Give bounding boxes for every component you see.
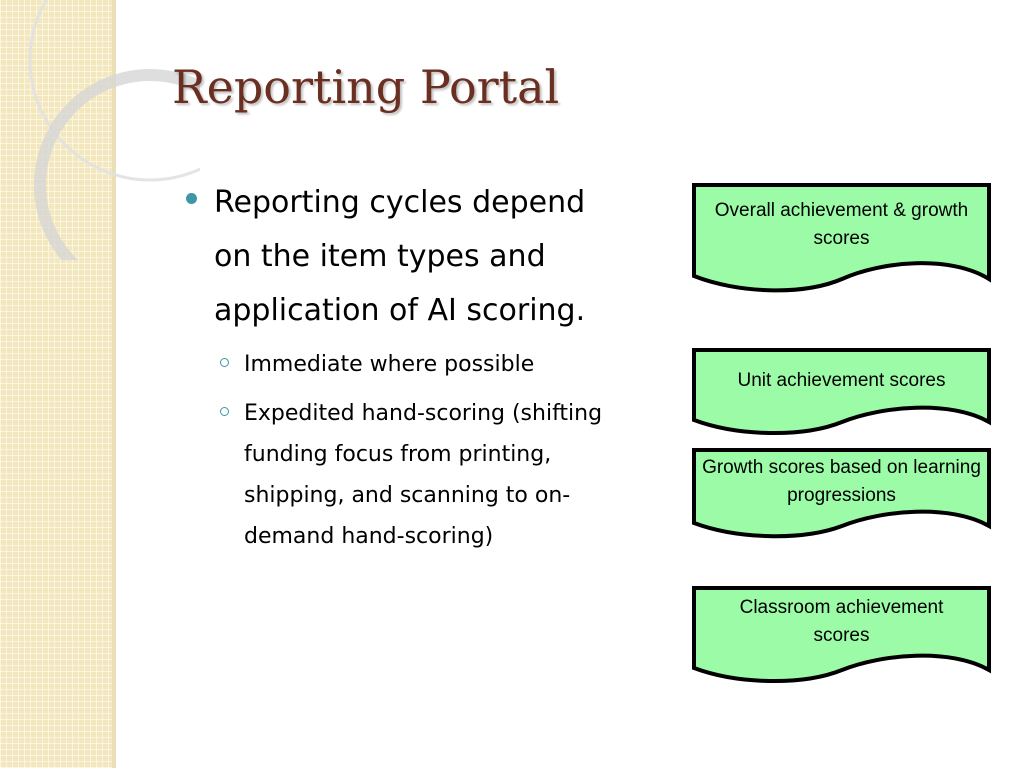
sub-bullet-item: Expedited hand-scoring (shifting funding… bbox=[216, 393, 624, 557]
sub-bullet-ring-icon bbox=[220, 358, 229, 367]
report-box-label: Overall achievement & growth scores bbox=[714, 200, 969, 249]
bullet-dot-icon bbox=[186, 193, 197, 204]
report-box-label: Unit achievement scores bbox=[737, 370, 946, 391]
band-edge bbox=[112, 0, 116, 768]
page-title: Reporting Portal bbox=[172, 60, 560, 114]
report-box-growth: Growth scores based on learning progress… bbox=[692, 448, 991, 540]
bullet-list: Reporting cycles depend on the item type… bbox=[186, 176, 636, 565]
report-box-overall: Overall achievement & growth scores bbox=[692, 183, 991, 295]
document-shape-icon bbox=[692, 183, 991, 293]
sub-bullet-list: Immediate where possible Expedited hand-… bbox=[186, 344, 636, 557]
sub-bullet-ring-icon bbox=[220, 407, 229, 416]
document-shape-icon bbox=[692, 448, 991, 539]
bullet-main-text: Reporting cycles depend on the item type… bbox=[214, 185, 586, 328]
sub-bullet-text: Expedited hand-scoring (shifting funding… bbox=[244, 401, 603, 549]
report-box-label: Growth scores based on learning progress… bbox=[702, 457, 981, 506]
report-box-unit: Unit achievement scores bbox=[692, 348, 991, 438]
bullet-main: Reporting cycles depend on the item type… bbox=[186, 176, 624, 338]
document-shape-icon bbox=[692, 348, 991, 436]
report-box-classroom: Classroom achievement scores bbox=[692, 586, 991, 686]
document-shape-icon bbox=[692, 586, 991, 684]
report-box-label: Classroom achievement scores bbox=[739, 597, 944, 646]
sub-bullet-item: Immediate where possible bbox=[216, 344, 624, 385]
decorative-rings bbox=[28, 0, 200, 260]
sub-bullet-text: Immediate where possible bbox=[244, 352, 535, 377]
